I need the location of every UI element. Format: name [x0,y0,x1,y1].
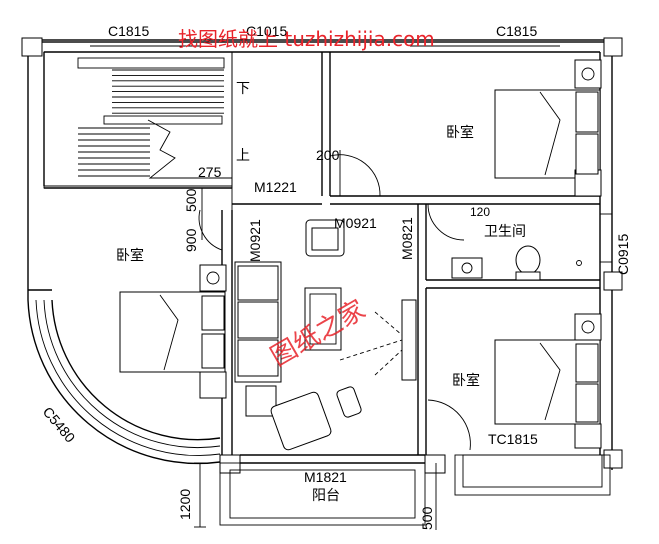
bed-w [119,264,227,399]
bed-se [494,313,602,449]
window-label-tc1815: TC1815 [488,431,538,447]
door-swings [198,150,471,451]
staircase [43,51,233,210]
door-label-m0821: M0821 [399,217,415,260]
watermark-top: 找图纸就上 tuzhizhijia.com [178,27,435,51]
curved-bay-window [27,289,221,465]
balcony [219,454,611,526]
window-label-c1015: C1015 [246,23,287,39]
bed-ne [494,59,602,197]
window-label-c5480: C5480 [40,404,79,446]
door-label-m0921-center: M0921 [334,215,377,231]
dim-1200: 1200 [177,489,193,520]
window-label-c1815-right: C1815 [496,23,537,39]
dim-900: 900 [183,228,199,252]
door-label-m1221: M1221 [254,179,297,195]
dimension-lines [194,188,437,530]
bathroom-fixtures [451,245,582,281]
dim-275: 275 [198,164,222,180]
door-label-m1821: M1821 [304,469,347,485]
window-marks [90,41,612,263]
room-bedroom-se: 卧室 [452,372,480,388]
dim-120: 120 [470,205,490,219]
room-balcony: 阳台 [312,487,340,503]
stair-down-label: 下 [236,80,250,96]
window-label-c0915: C0915 [615,234,631,275]
stair-up-label: 上 [236,147,250,163]
room-bedroom-ne: 卧室 [446,124,474,140]
door-label-m0921-left: M0921 [247,219,263,262]
room-bedroom-w: 卧室 [116,247,144,263]
living-furniture [234,219,417,451]
dim-500-bottom: 500 [419,506,435,530]
room-bathroom: 卫生间 [484,223,526,239]
dim-500: 500 [183,188,199,212]
dim-200: 200 [316,147,340,163]
window-label-c1815-left: C1815 [108,23,149,39]
